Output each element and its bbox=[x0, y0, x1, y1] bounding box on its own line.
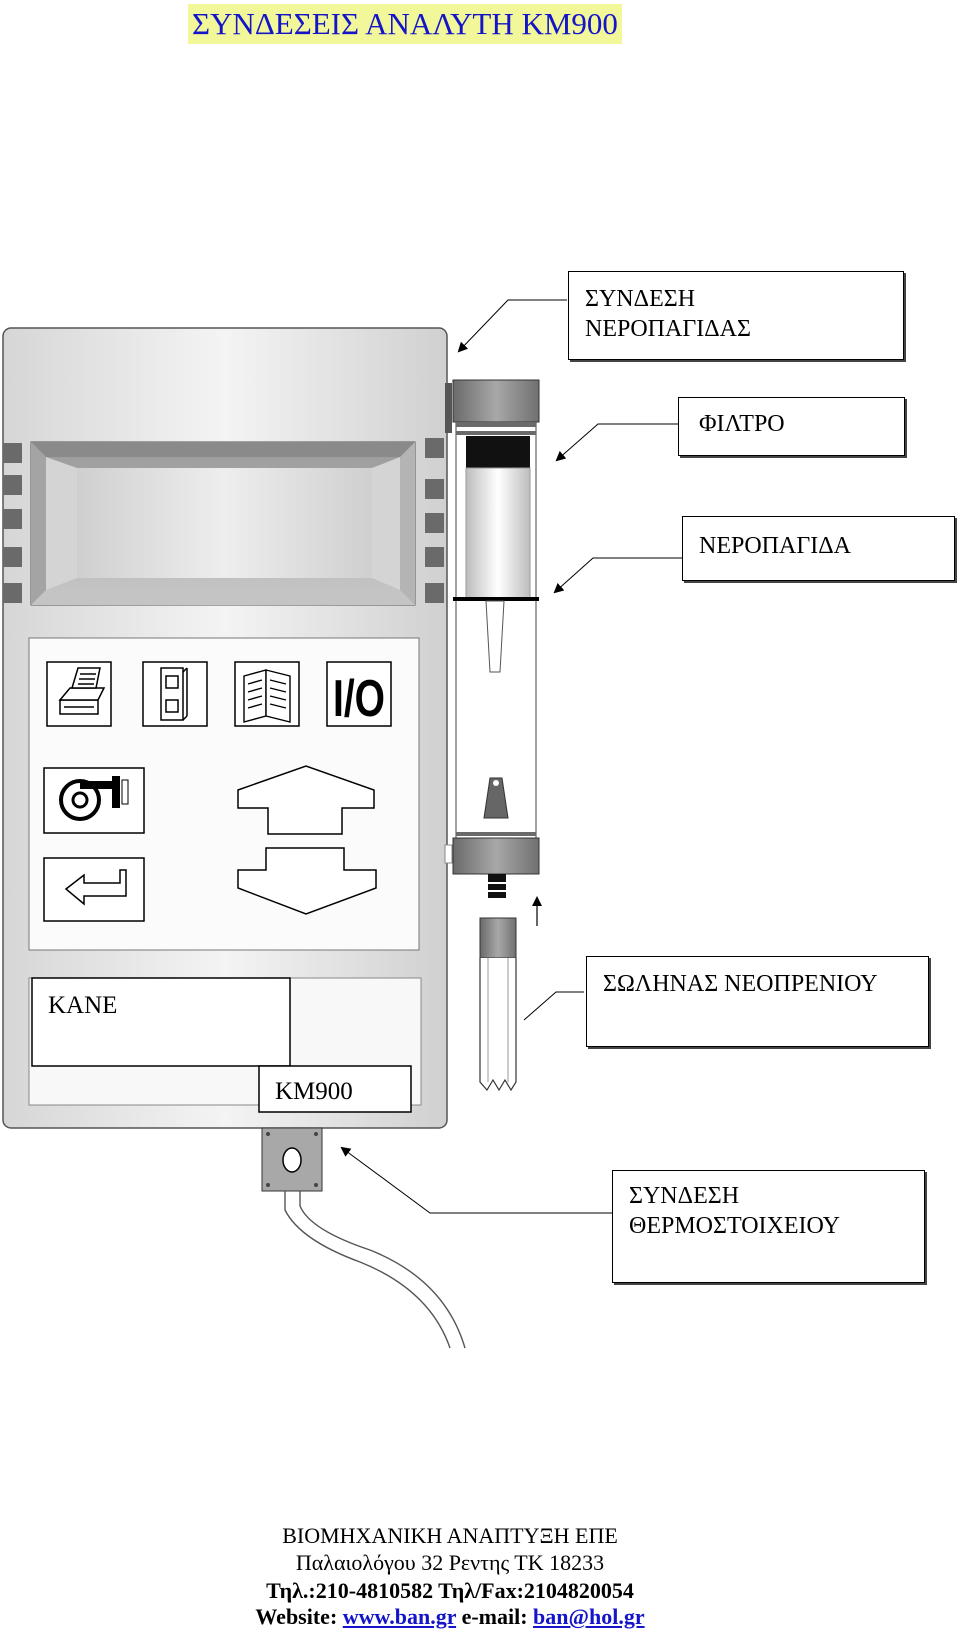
down-arrow-icon[interactable] bbox=[237, 847, 377, 915]
drain-spike bbox=[483, 777, 509, 819]
model-label: KM900 bbox=[275, 1078, 353, 1105]
neoprene-hose bbox=[479, 917, 517, 1092]
brand-label-box bbox=[31, 977, 291, 1067]
footer-phones: Τηλ.:210-4810582 Τηλ/Fax:2104820054 bbox=[266, 1578, 634, 1603]
lcd-display bbox=[30, 441, 416, 606]
callout-thermocouple-connection: ΣΥΝΔΕΣΗ ΘΕΡΜΟΣΤΟΙΧΕΙΟΥ bbox=[612, 1170, 925, 1283]
sensor-button[interactable] bbox=[43, 767, 145, 834]
manual-button[interactable] bbox=[234, 661, 300, 727]
email-link[interactable]: ban@hol.gr bbox=[533, 1604, 645, 1629]
sensor-icon bbox=[59, 776, 129, 821]
footer-address: Παλαιολόγου 32 Ρεντης ΤΚ 18233 bbox=[295, 1550, 605, 1575]
footer-contacts: Website: www.ban.gr e-mail: ban@hol.gr bbox=[0, 1603, 900, 1631]
footer-company: ΒΙΟΜΗΧΑΝΙΚΗ ΑΝΑΠΤΥΞΗ ΕΠΕ bbox=[282, 1523, 618, 1548]
analyzer-body: I/O KANE KM900 bbox=[2, 327, 448, 1129]
printer-button[interactable] bbox=[46, 661, 112, 727]
trap-bowl bbox=[465, 467, 531, 599]
model-label-box bbox=[258, 1065, 412, 1113]
callout-filter: ΦΙΛΤΡΟ bbox=[678, 397, 905, 456]
callout-water-trap: ΝΕΡΟΠΑΓΙΔΑ bbox=[682, 516, 955, 581]
top-cap bbox=[452, 379, 540, 423]
filter-element bbox=[466, 436, 530, 468]
power-icon: I/O bbox=[333, 670, 385, 728]
website-link[interactable]: www.ban.gr bbox=[342, 1604, 457, 1629]
enter-icon bbox=[64, 869, 127, 906]
email-label: e-mail: bbox=[461, 1604, 528, 1629]
manual-icon bbox=[243, 669, 291, 723]
brand-label: KANE bbox=[48, 992, 117, 1019]
water-trap-assembly bbox=[444, 379, 540, 898]
leader-lines bbox=[340, 299, 682, 1214]
side-keys-left bbox=[3, 443, 22, 603]
website-label: Website: bbox=[255, 1604, 338, 1629]
callout-water-trap-connection: ΣΥΝΔΕΣΗ ΝΕΡΟΠΑΓΙΔΑΣ bbox=[568, 271, 904, 360]
up-arrow-icon[interactable] bbox=[237, 765, 375, 835]
memory-button[interactable] bbox=[142, 661, 208, 727]
printer-icon bbox=[58, 667, 106, 715]
side-keys-right bbox=[425, 438, 444, 603]
callout-neoprene-hose: ΣΩΛΗΝΑΣ ΝΕΟΠΡΕΝΙΟΥ bbox=[586, 956, 929, 1047]
page-title: ΣΥΝΔΕΣΕΙΣ ΑΝΑΛΥΤΗ ΚΜ900 bbox=[188, 4, 622, 44]
bottom-cap bbox=[452, 837, 540, 875]
thermocouple-connector bbox=[261, 1127, 466, 1349]
enter-button[interactable] bbox=[43, 857, 145, 922]
power-button[interactable]: I/O bbox=[326, 661, 392, 728]
memory-icon bbox=[160, 667, 188, 721]
drip-tube bbox=[485, 600, 505, 673]
